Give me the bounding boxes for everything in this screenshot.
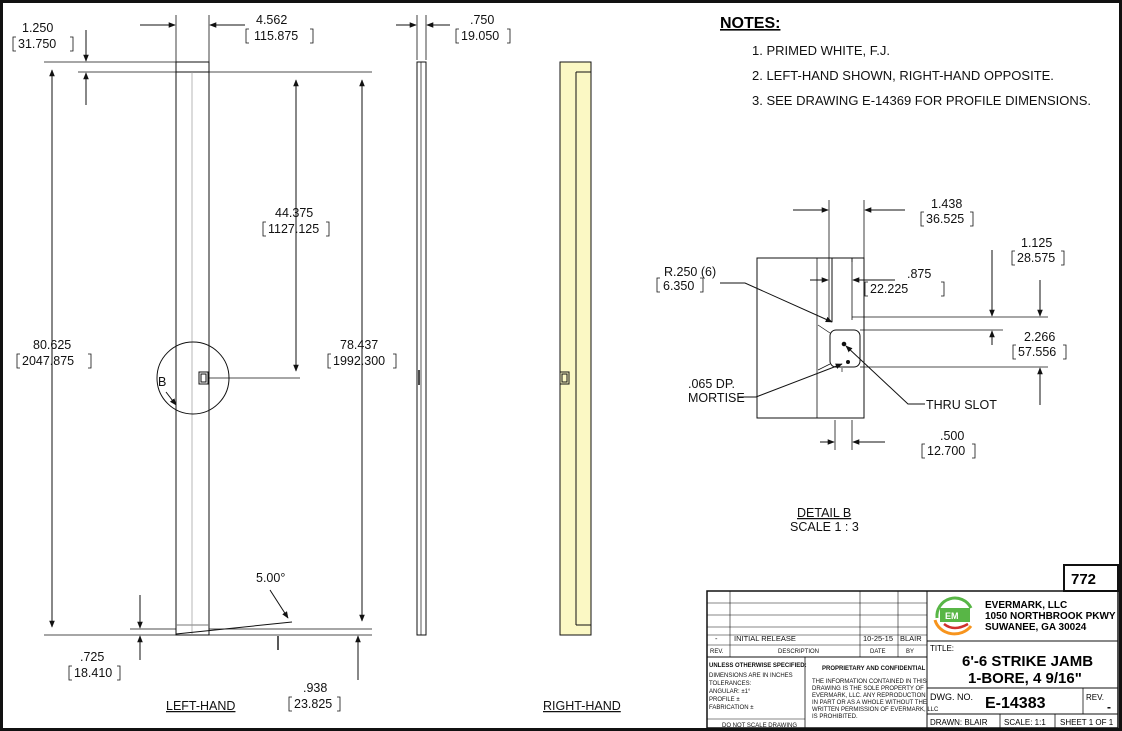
dim-4562: 4.562 <box>256 13 287 27</box>
left-hand-label: LEFT-HAND <box>166 699 235 713</box>
tol-2: TOLERANCES: <box>709 681 752 687</box>
rev-value: - <box>1107 700 1111 714</box>
logo-text: EM <box>945 611 959 621</box>
title-label: TITLE: <box>930 644 954 653</box>
side-view <box>396 15 450 636</box>
dim-1992300: 1992.300 <box>333 354 385 368</box>
page-number: 772 <box>1071 571 1096 588</box>
scale-info: SCALE: 1:1 <box>1004 718 1046 727</box>
tol-title: UNLESS OTHERWISE SPECIFIED: <box>709 663 807 669</box>
dim-57556: 57.556 <box>1018 345 1056 359</box>
dim-22225: 22.225 <box>870 282 908 296</box>
dim-angle: 5.00° <box>256 571 285 585</box>
strike-slot <box>559 371 570 385</box>
thru-slot-label: THRU SLOT <box>926 398 997 412</box>
prop-3: EVERMARK, LLC. ANY REPRODUCTION <box>812 693 926 699</box>
dim-80625: 80.625 <box>33 338 71 352</box>
tol-1: DIMENSIONS ARE IN INCHES <box>709 673 793 679</box>
dim-1127125: 1127.125 <box>268 222 319 236</box>
notes: NOTES: 1. PRIMED WHITE, F.J. 2. LEFT-HAN… <box>720 15 1091 108</box>
evermark-logo <box>933 596 973 636</box>
detail-caption: DETAIL B <box>797 506 851 520</box>
dim-500: .500 <box>940 429 964 443</box>
title-block <box>706 564 1119 729</box>
drawing-title-2: 1-BORE, 4 9/16" <box>968 670 1082 687</box>
mortise-label: MORTISE <box>688 391 745 405</box>
notes-title: NOTES: <box>720 15 780 32</box>
dim-875: .875 <box>907 267 931 281</box>
detail-outline <box>756 257 865 419</box>
left-hand-view <box>44 15 372 680</box>
dim-2047875: 2047.875 <box>22 354 74 368</box>
dim-36525: 36.525 <box>926 212 964 226</box>
prop-6: IS PROHIBITED. <box>812 714 858 720</box>
prop-1: THE INFORMATION CONTAINED IN THIS <box>812 679 927 685</box>
company-name: EVERMARK, LLC <box>985 600 1067 611</box>
rev-desc: INITIAL RELEASE <box>734 634 796 643</box>
company-city: SUWANEE, GA 30024 <box>985 622 1087 633</box>
dim-12700: 12.700 <box>927 444 965 458</box>
right-hand-view <box>559 61 592 636</box>
dim-6350: 6.350 <box>663 279 694 293</box>
h-date: DATE <box>870 649 886 655</box>
dim-19050: 19.050 <box>461 29 499 43</box>
dim-2266: 2.266 <box>1024 330 1055 344</box>
dim-750: .750 <box>470 13 494 27</box>
detail-b <box>720 200 1048 450</box>
dim-115875: 115.875 <box>254 29 298 43</box>
dim-18410: 18.410 <box>74 666 112 680</box>
dim-1250: 1.250 <box>22 21 53 35</box>
jamb-outline <box>175 61 210 636</box>
rev-label: REV. <box>1086 693 1104 702</box>
rev-date: 10-25-15 <box>863 634 893 643</box>
company-address: 1050 NORTHBROOK PKWY <box>985 611 1116 622</box>
note-2: 2. LEFT-HAND SHOWN, RIGHT-HAND OPPOSITE. <box>752 68 1054 83</box>
dim-725: .725 <box>80 650 104 664</box>
detail-slot <box>829 329 861 368</box>
prop-5: WRITTEN PERMISSION OF EVERMARK, LLC <box>812 707 939 713</box>
detail-labels: 1.438 36.525 1.125 28.575 R.250 (6) 6.35… <box>663 197 1056 534</box>
note-3: 3. SEE DRAWING E-14369 FOR PROFILE DIMEN… <box>752 93 1091 108</box>
dim-radius: R.250 (6) <box>664 265 716 279</box>
prop-2: DRAWING IS THE SOLE PROPERTY OF <box>812 686 924 692</box>
prop-title: PROPRIETARY AND CONFIDENTIAL <box>822 666 926 672</box>
detail-scale: SCALE 1 : 3 <box>790 520 859 534</box>
h-desc: DESCRIPTION <box>778 649 819 655</box>
rev-by: BLAIR <box>900 634 922 643</box>
dim-28575: 28.575 <box>1017 251 1055 265</box>
right-hand-label: RIGHT-HAND <box>543 699 621 713</box>
sheet-info: SHEET 1 OF 1 <box>1060 718 1114 727</box>
detail-callout-letter: B <box>158 375 166 389</box>
tol-3: ANGULAR: ±1° <box>709 689 751 695</box>
prop-4: IN PART OR AS A WHOLE WITHOUT THE <box>812 700 927 706</box>
dim-44375: 44.375 <box>275 206 313 220</box>
dim-31750: 31.750 <box>18 37 56 51</box>
dim-938: .938 <box>303 681 327 695</box>
left-dimension-labels: 1.250 31.750 4.562 115.875 .750 19.050 4… <box>18 13 499 711</box>
drawing-title-1: 6'-6 STRIKE JAMB <box>962 653 1093 670</box>
dim-78437: 78.437 <box>340 338 378 352</box>
dimension-brackets <box>12 28 1067 712</box>
dim-23825: 23.825 <box>294 697 332 711</box>
h-rev: REV. <box>710 649 724 655</box>
title-block-text: 772 - INITIAL RELEASE 10-25-15 BLAIR REV… <box>709 571 1116 729</box>
side-jamb <box>416 61 427 636</box>
dim-1438: 1.438 <box>931 197 962 211</box>
tol-4: PROFILE ± <box>709 697 740 703</box>
drawn-by: DRAWN: BLAIR <box>930 718 988 727</box>
h-by: BY <box>906 649 914 655</box>
note-1: 1. PRIMED WHITE, F.J. <box>752 43 890 58</box>
dim-1125: 1.125 <box>1021 236 1052 250</box>
dwg-number: E-14383 <box>985 695 1046 712</box>
tol-5: FABRICATION ± <box>709 705 754 711</box>
dwg-label: DWG. NO. <box>930 692 973 702</box>
no-scale: DO NOT SCALE DRAWING <box>722 723 797 729</box>
mortise-depth: .065 DP. <box>688 377 735 391</box>
rev-dash: - <box>715 634 718 643</box>
